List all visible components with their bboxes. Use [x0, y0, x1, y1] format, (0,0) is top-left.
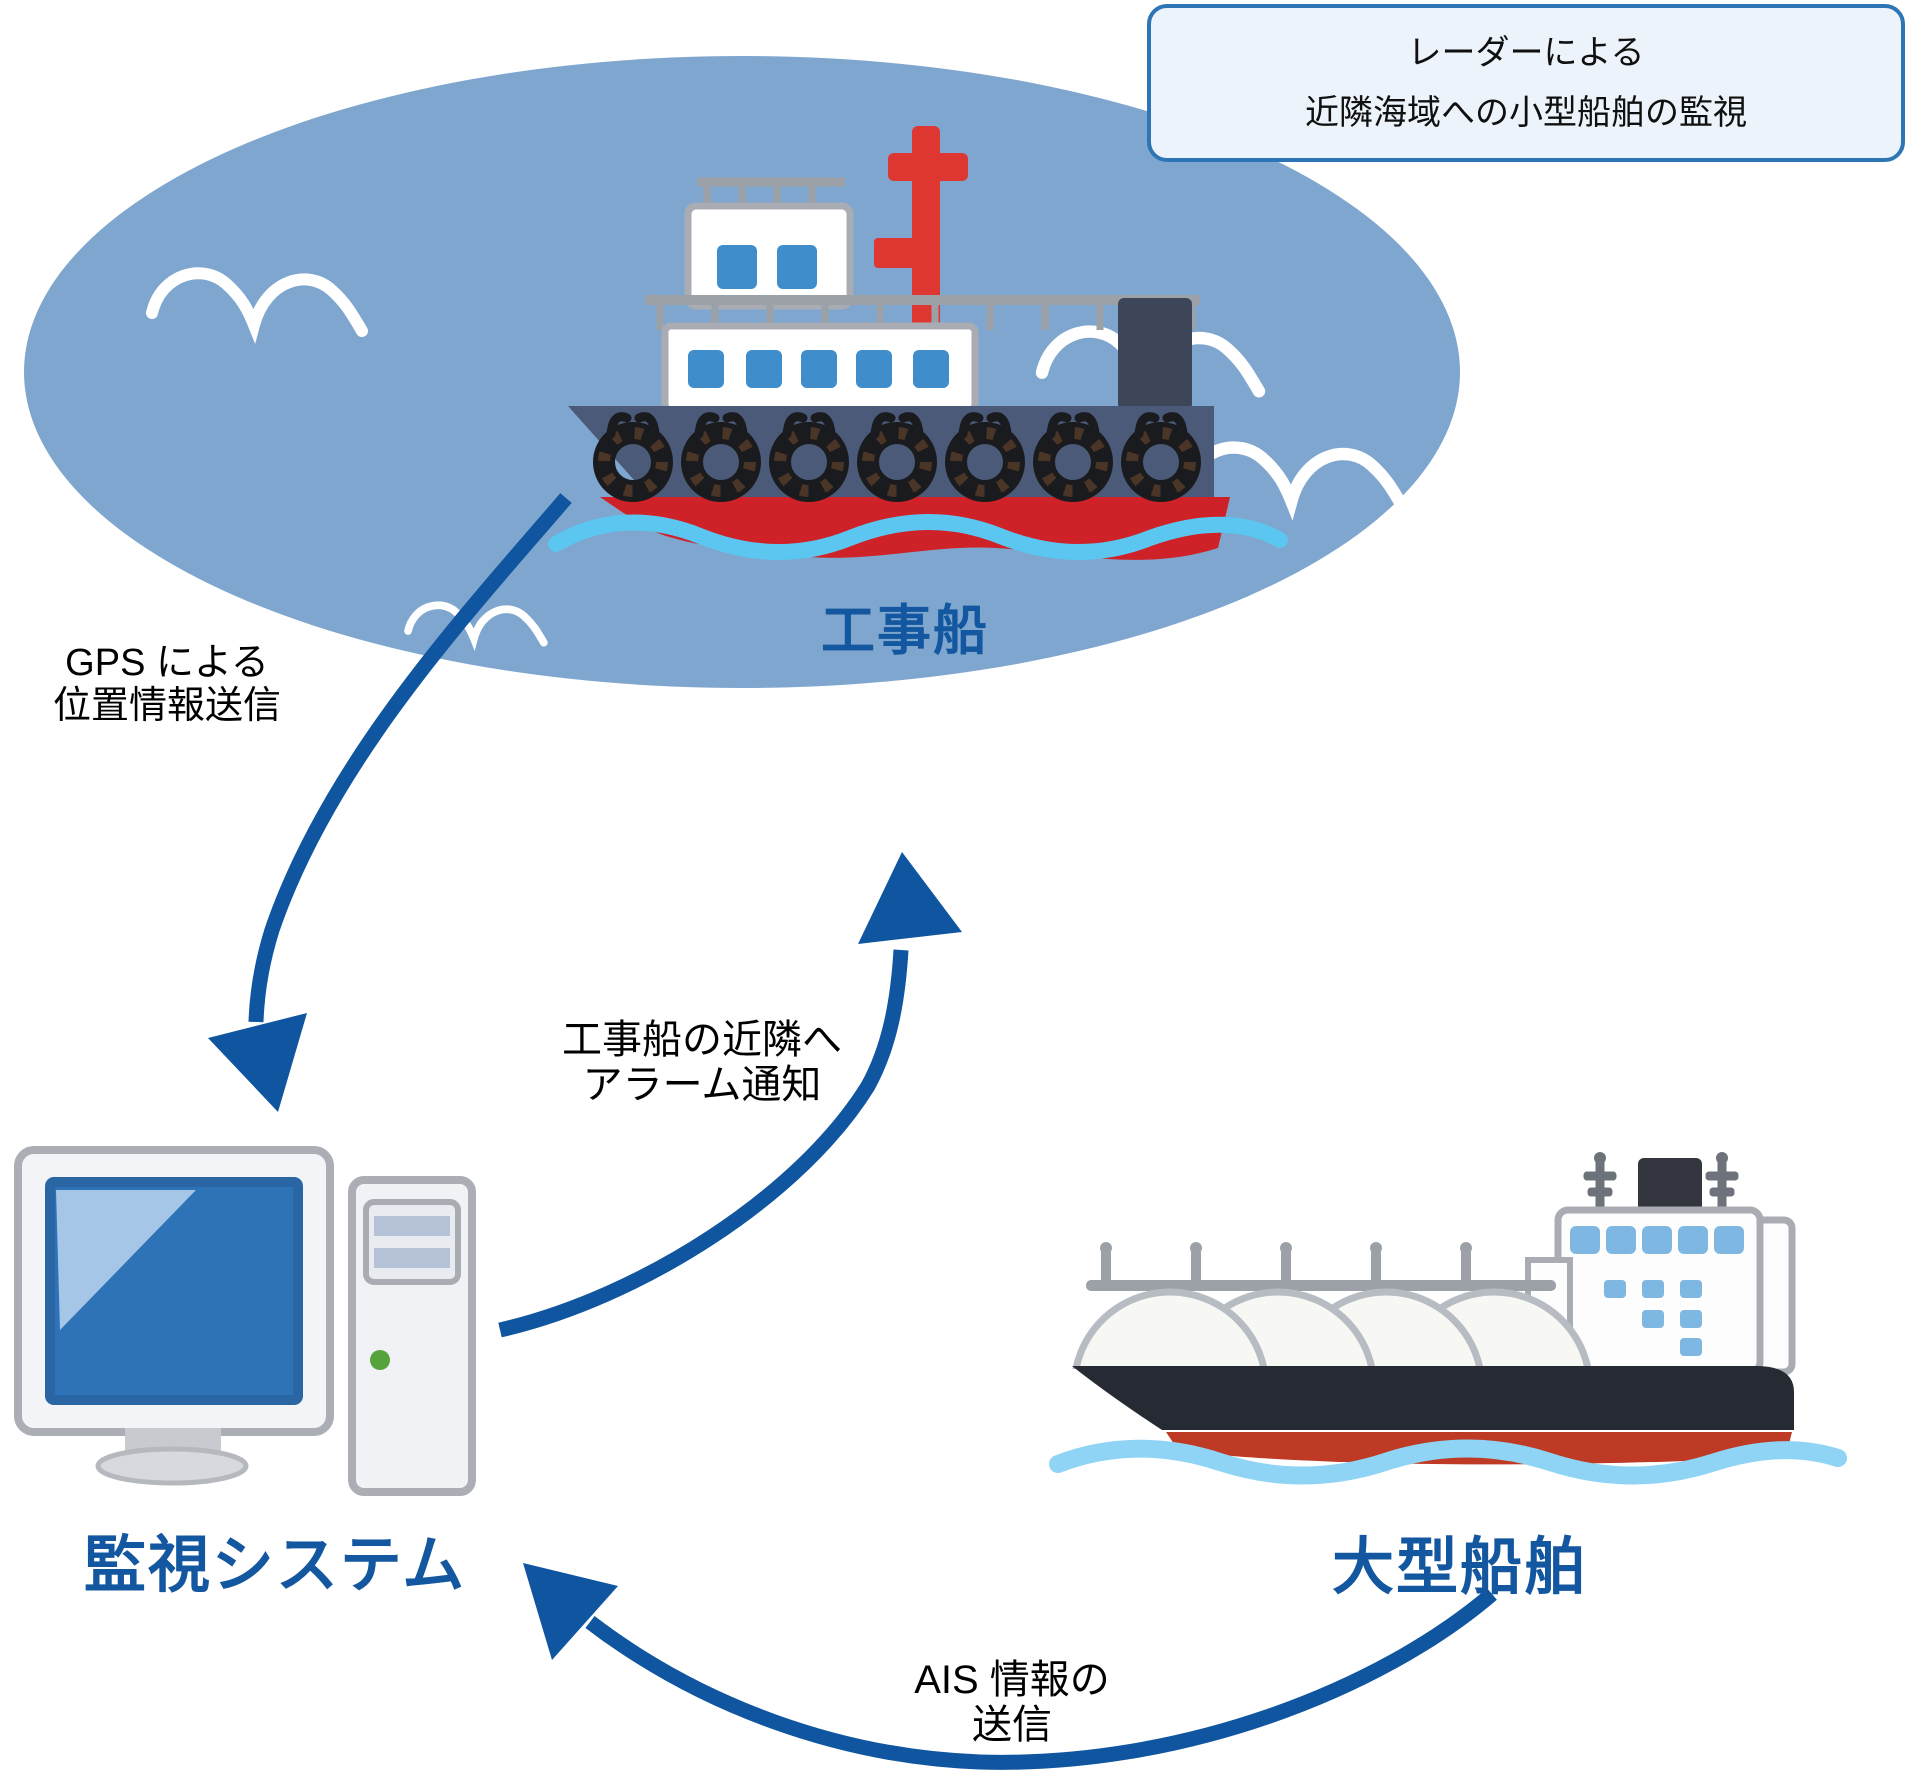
tanker-waterline: [1049, 1439, 1847, 1485]
construction-ship-label: 工事船: [821, 601, 989, 661]
pc-power-led: [370, 1350, 390, 1370]
pc-drive-slot: [374, 1216, 450, 1236]
tanker-deck-pipes: [1086, 1242, 1556, 1291]
ship-deck-railing: [645, 295, 1200, 330]
tanker-hull: [1072, 1366, 1794, 1430]
ais-arrow: [523, 1563, 1497, 1770]
gps-arrow: [208, 493, 572, 1112]
ship-upper-railing: [697, 177, 845, 206]
ship-stern-funnel: [1118, 298, 1192, 410]
pc-drive-slot: [374, 1248, 450, 1268]
ship-waterline: [548, 513, 1288, 561]
construction-ship-illustration: [548, 126, 1288, 561]
alarm-arrow-label: 工事船の近隣へ アラーム通知: [562, 1018, 842, 1108]
radar-note-box: レーダーによる 近隣海域への小型船舶の監視: [1147, 4, 1905, 162]
tanker-funnel: [1638, 1158, 1702, 1218]
gps-arrow-label: GPS による 位置情報送信: [53, 642, 281, 727]
alarm-arrow: [498, 852, 962, 1338]
ship-upper-cabin: [684, 202, 854, 310]
gps-arrow-label-line2: 位置情報送信: [52, 684, 282, 727]
ship-window: [717, 245, 757, 289]
pc-drive-bay: [363, 1199, 461, 1285]
ais-arrow-label-line1: AIS 情報の: [914, 1658, 1110, 1702]
large-vessel-label: 大型船舶: [1331, 1533, 1589, 1602]
radar-note-line1: レーダーによる: [1407, 34, 1645, 72]
screen-highlight: [56, 1190, 196, 1330]
radar-note-line2: 近隣海域への小型船舶の監視: [1305, 94, 1747, 132]
ship-windows-row: [688, 350, 949, 388]
tanker-gas-domes: [1072, 1288, 1592, 1369]
tanker-masts: [1583, 1152, 1739, 1214]
tanker-bridge-windows: [1570, 1226, 1744, 1356]
alarm-arrow-label-line2: アラーム通知: [582, 1062, 822, 1107]
large-vessel-illustration: [1049, 1152, 1847, 1485]
ais-arrowhead: [523, 1563, 618, 1660]
monitoring-system-label: 監視システム: [83, 1531, 467, 1600]
monitoring-system-illustration: [14, 1146, 476, 1496]
ais-arrow-label-line2: 送信: [972, 1702, 1052, 1747]
gps-arrowhead: [208, 1013, 307, 1112]
ais-arrow-label: AIS 情報の 送信: [914, 1658, 1110, 1748]
monitor-base: [95, 1446, 249, 1486]
gps-arrow-label-line1: GPS による: [65, 642, 269, 684]
ship-window: [777, 245, 817, 289]
alarm-arrow-label-line1: 工事船の近隣へ: [562, 1018, 842, 1062]
alarm-arrowhead: [858, 852, 962, 944]
